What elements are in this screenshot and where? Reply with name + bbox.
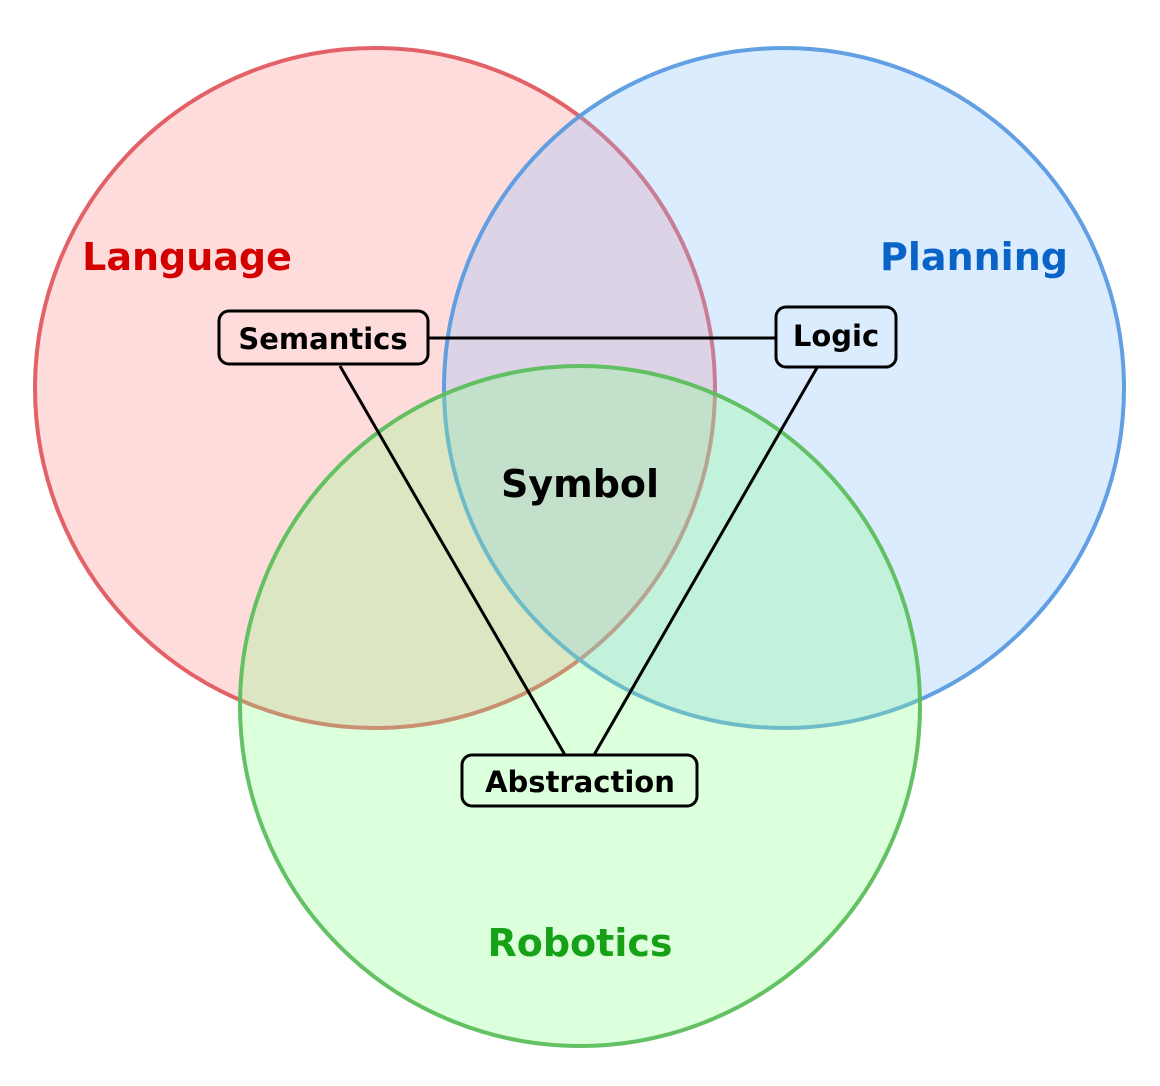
node-abstraction-label: Abstraction: [485, 765, 675, 799]
set-label-planning: Planning: [880, 235, 1068, 279]
node-abstraction: Abstraction: [460, 753, 699, 808]
node-logic: Logic: [774, 305, 898, 369]
node-semantics-label: Semantics: [238, 322, 407, 356]
node-logic-label: Logic: [793, 319, 879, 353]
circle-planning: [442, 46, 1126, 730]
circle-robotics: [238, 364, 922, 1048]
line-semantics-abstraction: [338, 365, 567, 756]
node-semantics: Semantics: [217, 309, 430, 366]
connector-lines: [338, 336, 820, 756]
set-label-language: Language: [82, 235, 292, 279]
set-label-robotics: Robotics: [487, 921, 672, 965]
line-logic-abstraction: [592, 365, 820, 756]
center-label-symbol: Symbol: [501, 462, 659, 506]
circle-language: [33, 46, 717, 730]
circles: [33, 46, 1126, 1048]
